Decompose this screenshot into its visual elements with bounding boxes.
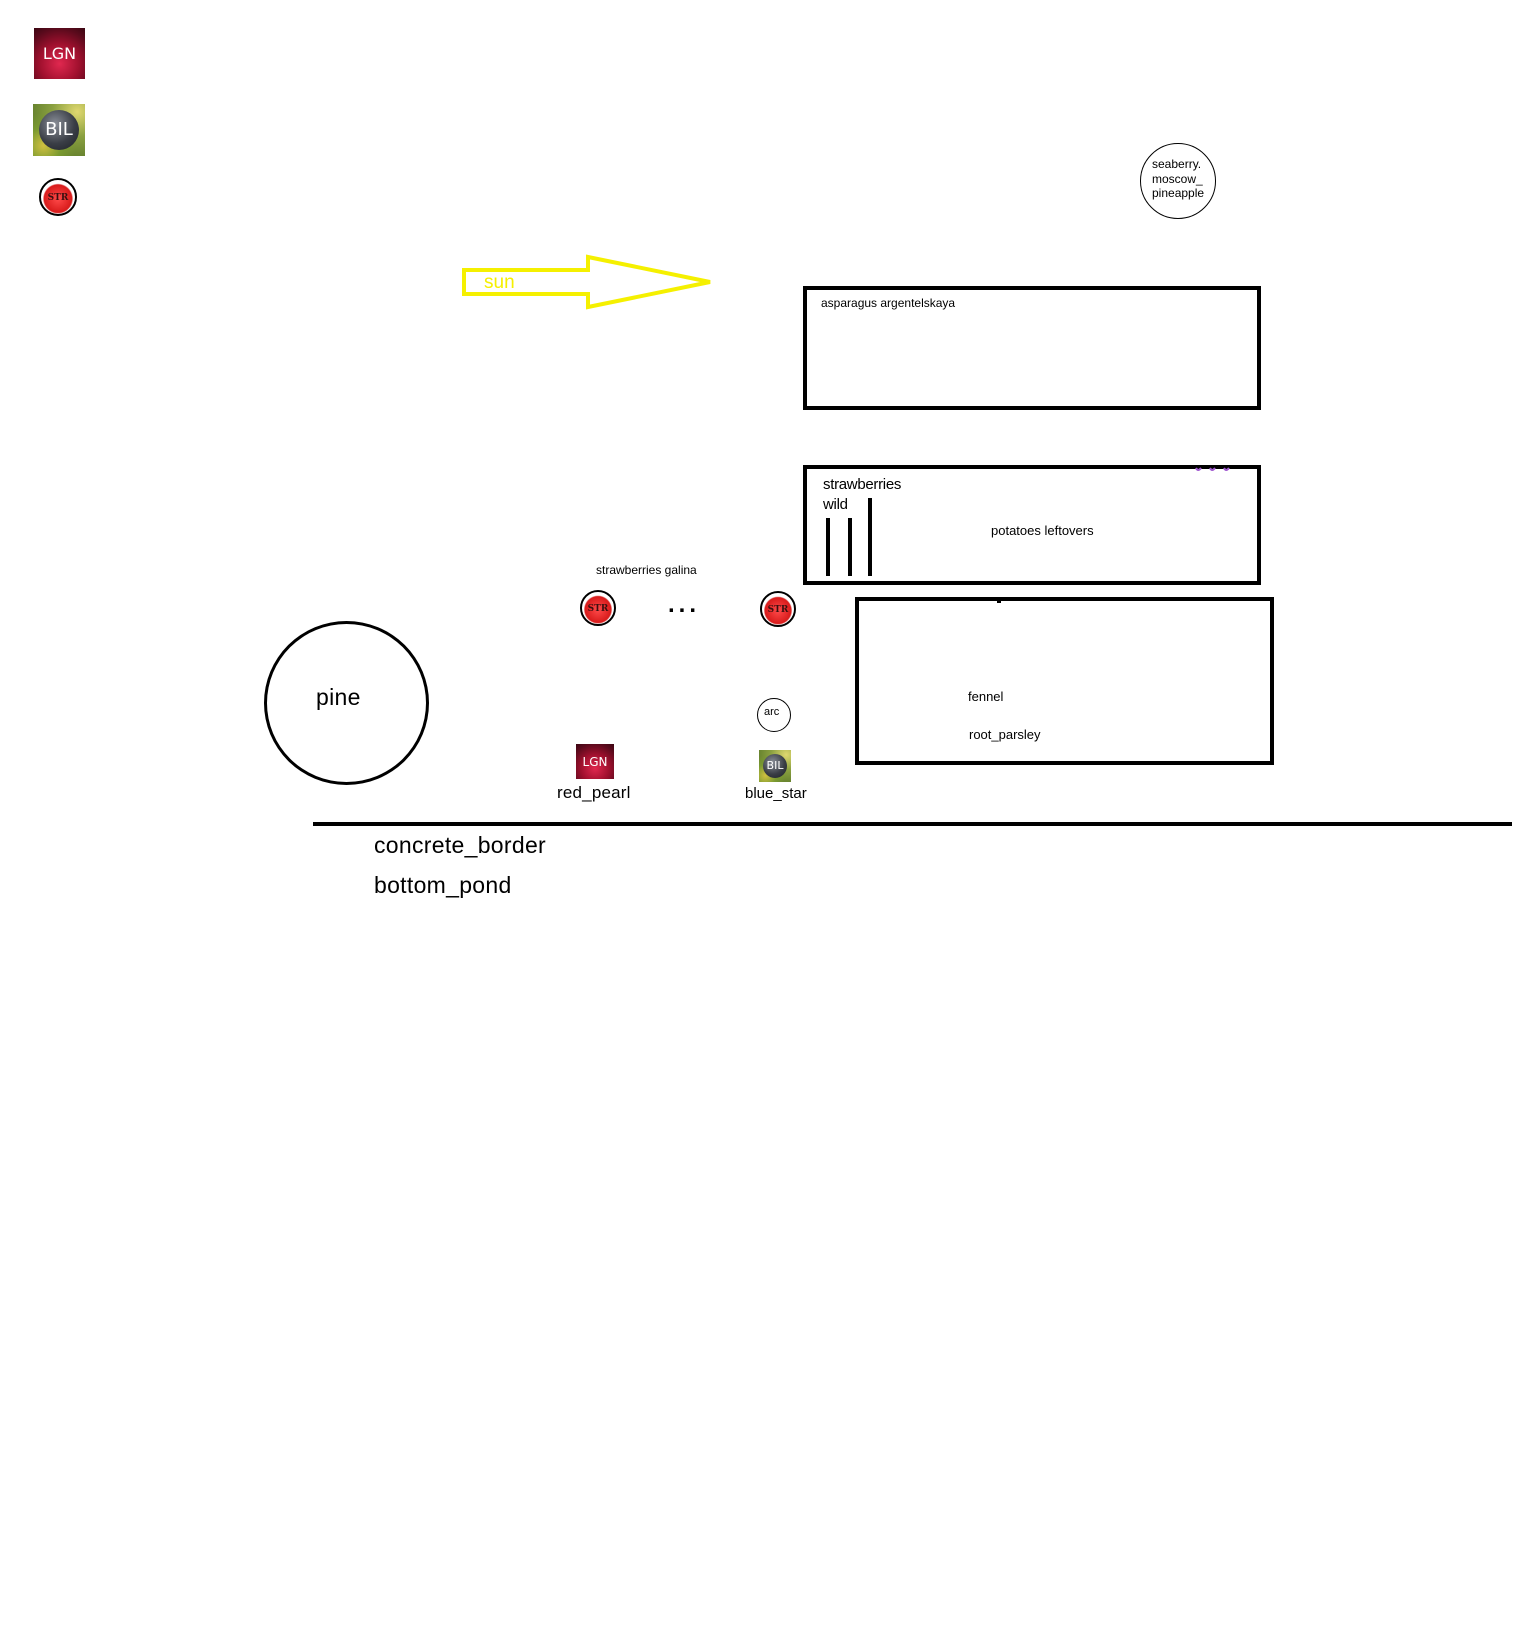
concrete-border-line — [313, 822, 1512, 826]
strawberries-galina-label: strawberries galina — [596, 563, 697, 577]
fennel-label: fennel — [968, 689, 1004, 704]
blue-star-icon-label: BIL — [766, 759, 784, 773]
ellipsis-label: ... — [668, 591, 701, 618]
strawberries-potatoes-bed — [803, 465, 1261, 585]
wild-row-line-1 — [826, 518, 830, 576]
pine-label: pine — [316, 684, 361, 710]
legend-str-label: STR — [47, 193, 69, 203]
strawberry-galina-right-label: STR — [767, 605, 789, 615]
red-pearl-icon-label: LGN — [582, 754, 608, 769]
fennel-bed-dot — [997, 599, 1001, 603]
root-parsley-label: root_parsley — [969, 727, 1041, 742]
legend-bil-label: BIL — [45, 119, 73, 141]
blue-star-label: blue_star — [745, 785, 807, 802]
strawberry-galina-left-icon: STR — [580, 590, 616, 626]
asparagus-label: asparagus argentelskaya — [821, 296, 956, 310]
asparagus-bed — [803, 286, 1261, 410]
concrete-border-label: concrete_border — [374, 832, 546, 858]
legend-lgn-label: LGN — [42, 44, 77, 63]
legend-lgn-icon: LGN — [34, 28, 85, 79]
wild-row-line-3 — [868, 498, 872, 576]
seaberry-label-line3: pineapple — [1152, 186, 1205, 200]
strawberries-wild-label-line2: wild — [823, 496, 848, 513]
arc-circle — [757, 698, 791, 732]
legend-bil-icon: BIL — [33, 104, 85, 156]
red-pearl-label: red_pearl — [557, 783, 631, 802]
strawberries-wild-label-line1: strawberries — [823, 476, 902, 493]
fennel-parsley-bed — [855, 597, 1274, 765]
sun-arrow-icon — [462, 254, 711, 310]
pine-circle — [264, 621, 429, 785]
red-pearl-icon: LGN — [576, 744, 614, 779]
potatoes-label: potatoes leftovers — [991, 523, 1094, 538]
legend-str-icon: STR — [39, 178, 77, 216]
wild-row-line-2 — [848, 518, 852, 576]
seaberry-label-line1: seaberry. — [1152, 157, 1202, 171]
bottom-pond-label: bottom_pond — [374, 872, 512, 898]
purple-marks-icon — [1195, 467, 1230, 471]
seaberry-label-line2: moscow_ — [1152, 172, 1203, 186]
blue-star-icon: BIL — [759, 750, 791, 782]
arc-label: arc — [764, 706, 780, 718]
seaberry-circle — [1140, 143, 1216, 219]
strawberry-galina-left-label: STR — [587, 604, 609, 614]
strawberry-galina-right-icon: STR — [760, 591, 796, 627]
sun-label: sun — [484, 272, 515, 293]
